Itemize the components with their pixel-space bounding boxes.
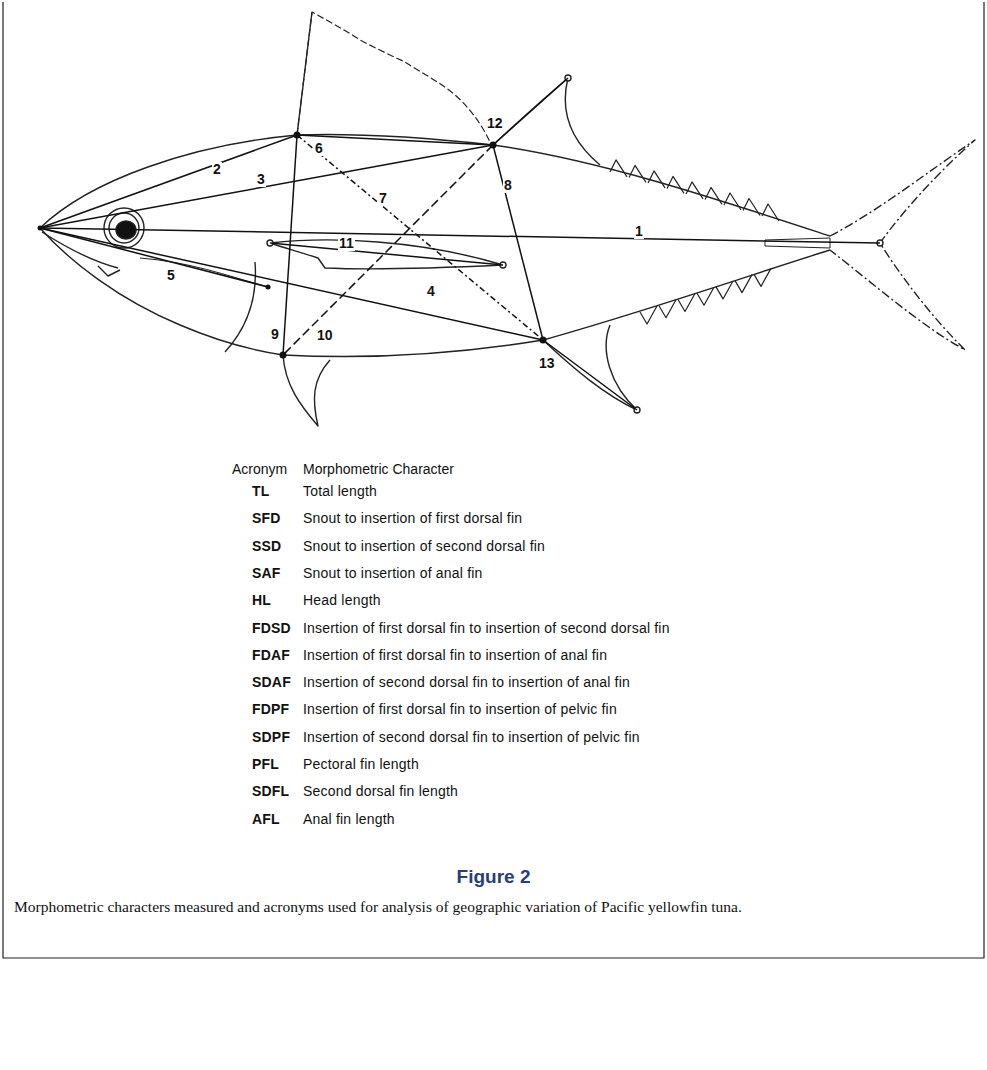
character-cell: Snout to insertion of first dorsal fin [303, 510, 522, 526]
callout-number: 10 [316, 328, 334, 343]
character-cell: Head length [303, 592, 381, 608]
acronym-cell: FDSD [252, 620, 291, 636]
caudal-fin [830, 140, 975, 350]
acronym-cell: SFD [252, 510, 281, 526]
callout-number: 1 [634, 224, 644, 239]
callout-number: 7 [378, 191, 388, 206]
character-cell: Snout to insertion of anal fin [303, 565, 483, 581]
finlet [762, 204, 779, 221]
landmark-points [38, 132, 547, 359]
figure-caption: Morphometric characters measured and acr… [14, 896, 969, 917]
callout-number: 4 [426, 284, 436, 299]
finlet [678, 293, 695, 311]
measure-line [40, 135, 297, 228]
finlet [743, 198, 760, 215]
finlet [610, 160, 627, 177]
character-cell: Insertion of second dorsal fin to insert… [303, 729, 640, 745]
eye [109, 213, 139, 243]
second-dorsal-fin [493, 78, 600, 165]
character-cell: Second dorsal fin length [303, 783, 458, 799]
pectoral-fin [270, 240, 503, 269]
finlets [610, 160, 779, 324]
measure-line [297, 135, 543, 340]
measure-line [543, 340, 637, 410]
finlet [697, 287, 714, 305]
measure-line [493, 78, 568, 145]
finlet [659, 300, 676, 318]
acronym-cell: SDPF [252, 729, 290, 745]
measure-line [270, 243, 503, 265]
measure-line [40, 228, 543, 340]
callout-number: 13 [538, 356, 556, 371]
callout-number: 9 [270, 327, 280, 342]
body-outline [40, 228, 830, 357]
first-dorsal-fin [297, 12, 312, 135]
finlet [686, 182, 703, 199]
callout-number: 6 [314, 141, 324, 156]
character-cell: Snout to insertion of second dorsal fin [303, 538, 545, 554]
character-cell: Insertion of first dorsal fin to inserti… [303, 620, 670, 636]
acronym-cell: SDFL [252, 783, 289, 799]
jaw-line [98, 266, 120, 276]
body-outline [40, 135, 830, 236]
measure-line [297, 135, 493, 145]
character-cell: Pectoral fin length [303, 756, 419, 772]
finlet [667, 176, 684, 193]
finlet [716, 281, 733, 299]
acronym-cell: AFL [252, 811, 280, 827]
callout-number: 5 [166, 268, 176, 283]
measurement-lines [40, 78, 880, 410]
finlet [735, 275, 752, 293]
first-dorsal-fin [297, 12, 490, 142]
acronym-cell: SDAF [252, 674, 291, 690]
measure-line [40, 228, 268, 287]
finlet [754, 268, 771, 286]
character-cell: Insertion of second dorsal fin to insert… [303, 674, 630, 690]
eye [104, 208, 144, 248]
finlet [629, 165, 646, 182]
acronym-cell: SAF [252, 565, 281, 581]
measure-line [40, 145, 493, 228]
acronym-cell: SSD [252, 538, 281, 554]
acronym-cell: FDPF [252, 701, 289, 717]
table-header: Acronym [232, 461, 287, 477]
character-cell: Total length [303, 483, 377, 499]
measure-line [40, 228, 880, 243]
character-cell: Anal fin length [303, 811, 395, 827]
callout-number: 3 [256, 172, 266, 187]
acronym-cell: FDAF [252, 647, 290, 663]
caudal-keel [765, 238, 830, 248]
anal-fin [543, 325, 637, 410]
measure-line [493, 145, 543, 340]
figure-title: Figure 2 [0, 866, 987, 888]
measure-line [283, 145, 493, 355]
finlet [640, 306, 657, 324]
finlet [705, 187, 722, 204]
callout-number: 11 [338, 236, 355, 251]
finlet [648, 171, 665, 188]
callout-number: 12 [486, 116, 504, 131]
pelvic-fin [283, 355, 330, 426]
acronym-cell: HL [252, 592, 271, 608]
callout-number: 2 [212, 162, 222, 177]
acronym-cell: TL [252, 483, 270, 499]
acronym-cell: PFL [252, 756, 279, 772]
figure-frame [3, 2, 984, 958]
table-header: Morphometric Character [303, 461, 454, 477]
character-cell: Insertion of first dorsal fin to inserti… [303, 701, 617, 717]
callout-number: 8 [503, 178, 513, 193]
character-cell: Insertion of first dorsal fin to inserti… [303, 647, 607, 663]
finlet [724, 193, 741, 210]
